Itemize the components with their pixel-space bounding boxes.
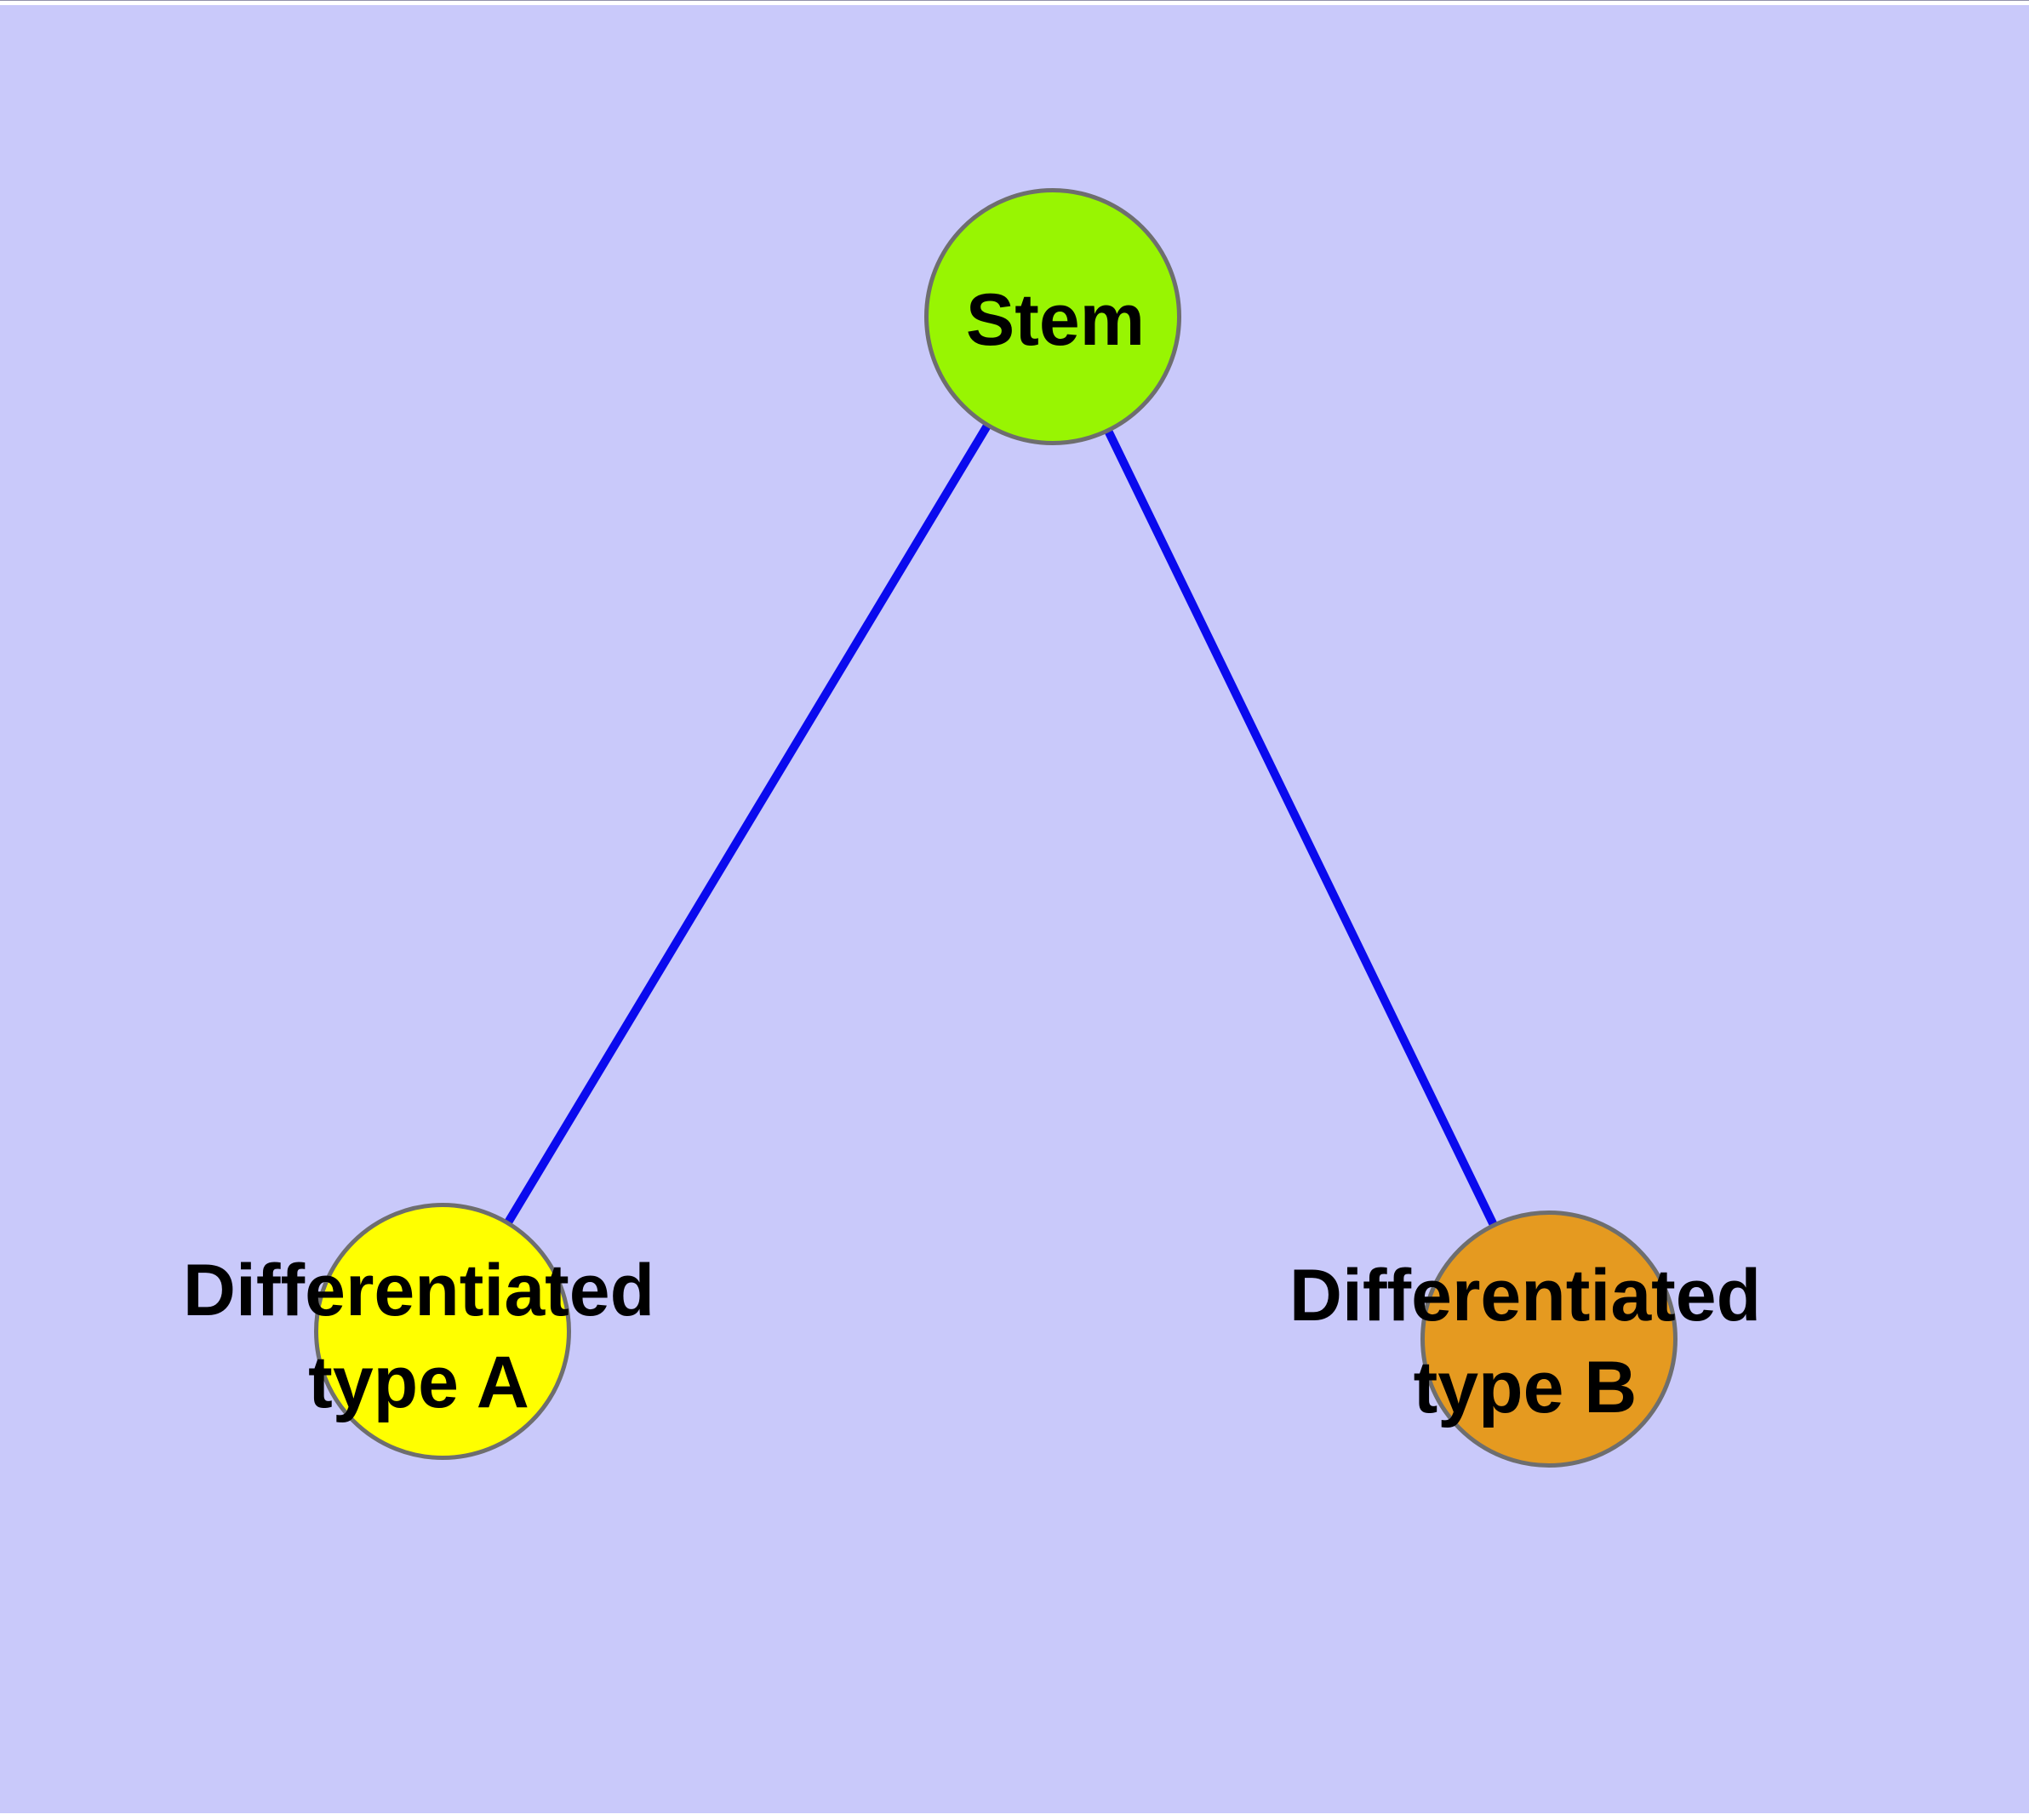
node-label-differentiated-type-a: Differentiated type A bbox=[183, 1245, 654, 1428]
node-label-line: Differentiated bbox=[1289, 1255, 1762, 1336]
node-differentiated-type-a bbox=[314, 1203, 571, 1460]
node-label-line: Differentiated bbox=[182, 1250, 655, 1331]
node-label-stem: Stem bbox=[966, 274, 1145, 366]
edge-stem-to-differentiated-type-b bbox=[1049, 314, 1553, 1342]
node-label-differentiated-type-b: Differentiated type B bbox=[1289, 1250, 1761, 1434]
window-top-hairline bbox=[0, 0, 2029, 1]
node-label-line: type B bbox=[1413, 1347, 1637, 1428]
node-differentiated-type-b bbox=[1420, 1210, 1677, 1468]
node-stem bbox=[924, 188, 1181, 445]
node-label-line: type A bbox=[308, 1342, 529, 1423]
edge-stem-to-differentiated-type-a bbox=[438, 314, 1057, 1334]
node-label-line: Stem bbox=[965, 279, 1146, 361]
